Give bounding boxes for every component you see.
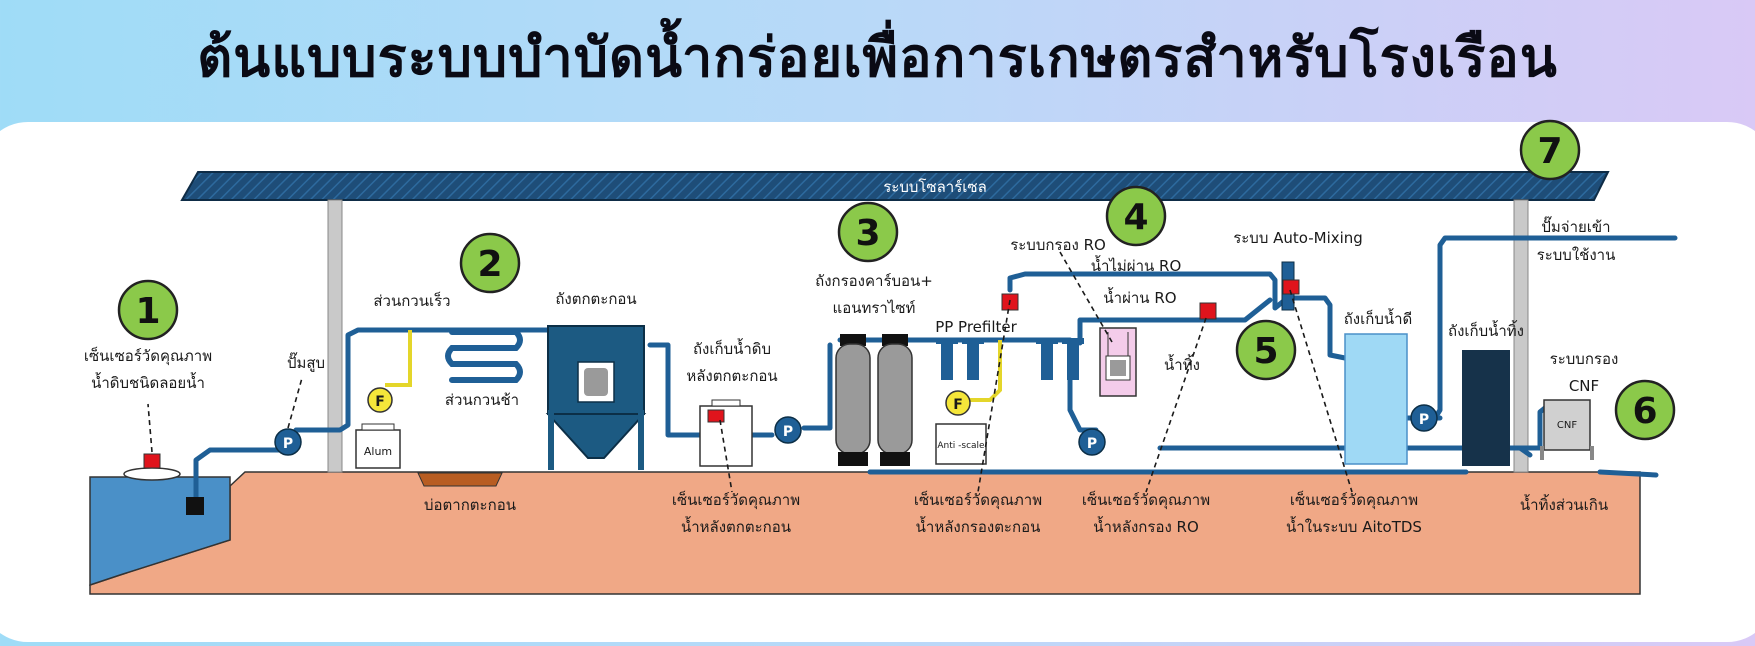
cnf-system-label-1: ระบบกรอง — [1550, 350, 1619, 368]
settling-tank — [545, 325, 647, 470]
step-badge-4: 4 — [1105, 185, 1167, 247]
sensor-tds-label-2: น้ำในระบบ AitoTDS — [1286, 516, 1422, 536]
labels: เซ็นเซอร์วัดคุณภาพ น้ำดิบชนิดลอยน้ำ ปั๊ม… — [84, 216, 1618, 536]
sensor-after-ro — [1199, 302, 1217, 320]
sensor-after-ro-label-1: เซ็นเซอร์วัดคุณภาพ — [1082, 490, 1210, 510]
svg-text:4: 4 — [1123, 197, 1148, 238]
sensor-after-settle-label-2: น้ำหลังตกตะกอน — [681, 516, 791, 536]
alum-label: Alum — [364, 445, 392, 458]
waste-tank-label: ถังเก็บน้ำทิ้ง — [1448, 320, 1524, 340]
bypass-ro-label: น้ำไม่ผ่าน RO — [1091, 255, 1182, 275]
pillar-right — [1513, 199, 1529, 473]
sludge-pond-label: บ่อตากตะกอน — [424, 496, 516, 514]
pp-prefilters — [936, 338, 1084, 380]
step-badges: 1 2 3 4 5 6 7 — [117, 119, 1676, 441]
sensor-raw-label-1: เซ็นเซอร์วัดคุณภาพ — [84, 346, 212, 366]
raw-store-label-1: ถังเก็บน้ำดิบ — [693, 338, 771, 358]
alum-tank — [355, 429, 401, 469]
raw-store-label-2: หลังตกตะกอน — [686, 367, 777, 385]
sensor-raw-water — [143, 453, 161, 469]
clean-water-tank — [1344, 333, 1408, 465]
pump-ro: P — [1078, 428, 1106, 456]
sensor-after-settling — [707, 409, 725, 423]
pump-suction-label: ปั๊มสูบ — [287, 352, 325, 372]
flow-meter-antiscale: F — [945, 390, 971, 416]
cnf-unit: CNF — [1540, 399, 1594, 460]
reject-label: น้ำทิ้ง — [1164, 354, 1200, 374]
step-badge-1: 1 — [117, 279, 179, 341]
svg-text:F: F — [953, 397, 963, 413]
floating-sensor-buoy — [123, 467, 181, 481]
ro-unit — [1099, 327, 1137, 397]
sensor-after-ro-label-2: น้ำหลังกรอง RO — [1093, 516, 1199, 536]
ro-system-label: ระบบกรอง RO — [1010, 236, 1106, 254]
svg-text:7: 7 — [1537, 131, 1562, 172]
svg-text:P: P — [783, 424, 793, 440]
svg-text:1: 1 — [135, 291, 160, 332]
step-badge-3: 3 — [837, 201, 899, 263]
step-badge-7: 7 — [1519, 119, 1581, 181]
leader-lines — [147, 251, 1353, 493]
slow-mix-label: ส่วนกวนช้า — [445, 391, 519, 409]
cnf-label: CNF — [1557, 420, 1577, 431]
waste-water-tank — [1462, 350, 1510, 466]
pipes — [193, 235, 1678, 508]
pump-transfer: P — [774, 416, 802, 444]
step-badge-2: 2 — [459, 232, 521, 294]
settling-tank-label: ถังตกตะกอน — [555, 290, 636, 308]
supply-pump-label-2: ระบบใช้งาน — [1537, 246, 1616, 264]
antiscale-label: Anti -scale — [937, 441, 985, 451]
sensor-tds-label-1: เซ็นเซอร์วัดคุณภาพ — [1290, 490, 1418, 510]
pump-suction: P — [274, 428, 302, 456]
svg-text:P: P — [1087, 436, 1097, 452]
chemical-lines — [385, 330, 1002, 402]
auto-mixing-label: ระบบ Auto-Mixing — [1233, 229, 1363, 247]
supply-pump-label-1: ปั๊มจ่ายเข้า — [1541, 216, 1610, 236]
roof-label: ระบบโซลาร์เซล — [883, 178, 987, 196]
clean-tank-label: ถังเก็บน้ำดี — [1344, 308, 1413, 328]
svg-text:P: P — [283, 436, 293, 452]
suction-intake — [186, 497, 204, 515]
svg-text:2: 2 — [477, 244, 502, 285]
rapid-mix-coils — [445, 329, 523, 383]
svg-text:3: 3 — [855, 213, 880, 254]
step-badge-5: 5 — [1235, 319, 1297, 381]
solar-roof — [180, 171, 1610, 201]
carbon-filter-label-1: ถังกรองคาร์บอน+ — [815, 272, 933, 290]
rapid-mix-label: ส่วนกวนเร็ว — [373, 291, 450, 310]
svg-text:F: F — [375, 394, 385, 410]
sensor-after-filter-label-1: เซ็นเซอร์วัดคุณภาพ — [914, 490, 1042, 510]
svg-text:P: P — [1419, 412, 1429, 428]
step-badge-6: 6 — [1614, 379, 1676, 441]
flow-meter-alum: F — [367, 387, 393, 413]
page-title: ต้นแบบระบบบำบัดน้ำกร่อยเพื่อการเกษตรสำหร… — [197, 26, 1558, 89]
svg-text:5: 5 — [1253, 331, 1278, 372]
svg-text:6: 6 — [1632, 391, 1657, 432]
sensor-raw-label-2: น้ำดิบชนิดลอยน้ำ — [91, 372, 205, 392]
carbon-filter-label-2: แอนทราไซท์ — [833, 299, 916, 317]
pp-prefilter-label: PP Prefilter — [935, 318, 1017, 336]
carbon-filters — [835, 334, 913, 466]
overflow-label: น้ำทิ้งส่วนเกิน — [1520, 494, 1608, 514]
through-ro-label: น้ำผ่าน RO — [1103, 287, 1176, 307]
pillar-left — [327, 199, 343, 473]
sensor-after-filter-label-2: น้ำหลังกรองตะกอน — [916, 516, 1041, 536]
pump-supply: P — [1410, 404, 1438, 432]
cnf-system-label-2: CNF — [1569, 377, 1599, 395]
sensor-after-settle-label-1: เซ็นเซอร์วัดคุณภาพ — [672, 490, 800, 510]
sludge-pond — [417, 472, 503, 487]
